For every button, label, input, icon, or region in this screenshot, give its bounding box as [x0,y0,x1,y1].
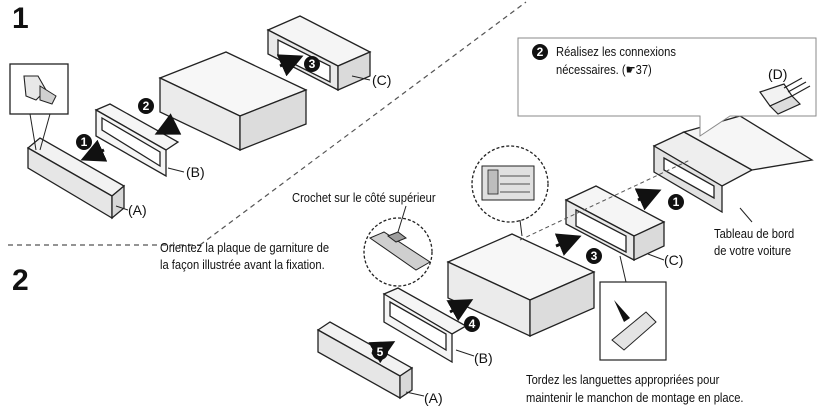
main-unit-step1 [158,51,308,152]
bubble-s2-1: 1 [668,194,684,210]
sleeve-c-step2 [564,185,666,262]
wiring-inset [471,145,549,237]
label-a-step2: (A) [424,390,443,406]
sleeve-c-step1 [266,15,372,92]
bubble-s2-4: 4 [464,316,480,332]
note-dashboard-line-1: Tableau de bord [714,226,795,241]
bubble-callout-2: 2 [532,44,548,60]
callout-line-1: Réalisez les connexions [556,44,676,59]
trim-plate-b-step1 [94,103,180,178]
faceplate-a-step2 [316,321,414,400]
release-button-icon [9,63,69,151]
label-b-step2: (B) [474,350,493,366]
main-unit-step2 [446,233,596,338]
connector-callout [517,37,817,137]
arrows-step1 [80,54,304,162]
note-orient-line-2: la façon illustrée avant la fixation. [160,257,325,272]
note-dashboard-line-2: de votre voiture [714,243,792,258]
leaders-step1 [115,75,371,211]
car-dashboard [652,115,814,214]
hook-inset [363,205,433,287]
label-d: (D) [768,66,788,82]
label-c-step1: (C) [372,72,392,88]
faceplate-a-step1 [26,137,126,220]
bubble-s2-3: 3 [586,248,602,264]
note-twist-line-1: Tordez les languettes appropriées pour [526,372,720,387]
label-a-step1: (A) [128,202,147,218]
step-number-1: 1 [12,2,29,35]
step-number-2: 2 [12,264,29,297]
bubble-s1-1: 1 [76,134,92,150]
leaders-step2 [405,207,753,397]
guide-line [519,159,691,241]
section-separator [8,1,527,246]
bubble-s2-5: 5 [372,344,388,360]
connector-d-icon [759,77,811,115]
bubble-s1-3: 3 [304,56,320,72]
twist-tab-inset [599,255,667,361]
bubble-s1-2: 2 [138,98,154,114]
note-twist-line-2: maintenir le manchon de montage en place… [526,390,744,405]
label-c-step2: (C) [664,252,684,268]
label-b-step1: (B) [186,164,205,180]
callout-line-2: nécessaires. (☛37) [556,62,652,77]
note-hook: Crochet sur le côté supérieur [292,190,436,205]
note-orient-line-1: Orientez la plaque de garniture de [160,240,330,255]
